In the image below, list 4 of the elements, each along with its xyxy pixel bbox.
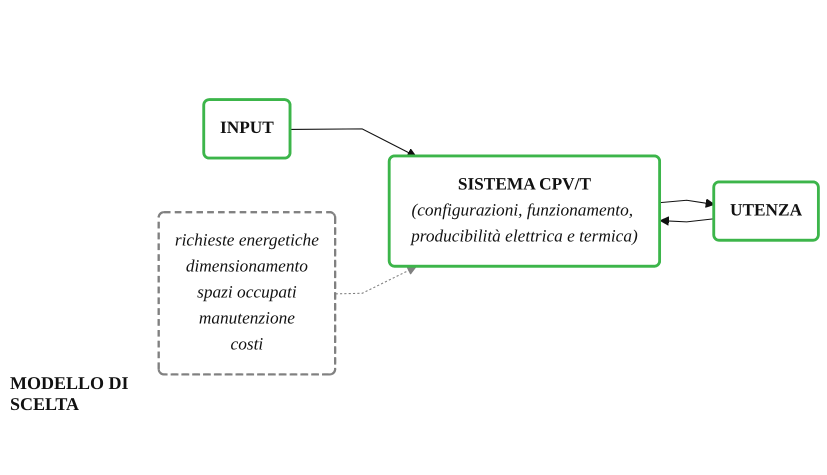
arrow [290,128,417,158]
arrow [336,266,417,295]
side-label: MODELLO DI SCELTA [10,373,130,415]
arrow [660,216,714,226]
